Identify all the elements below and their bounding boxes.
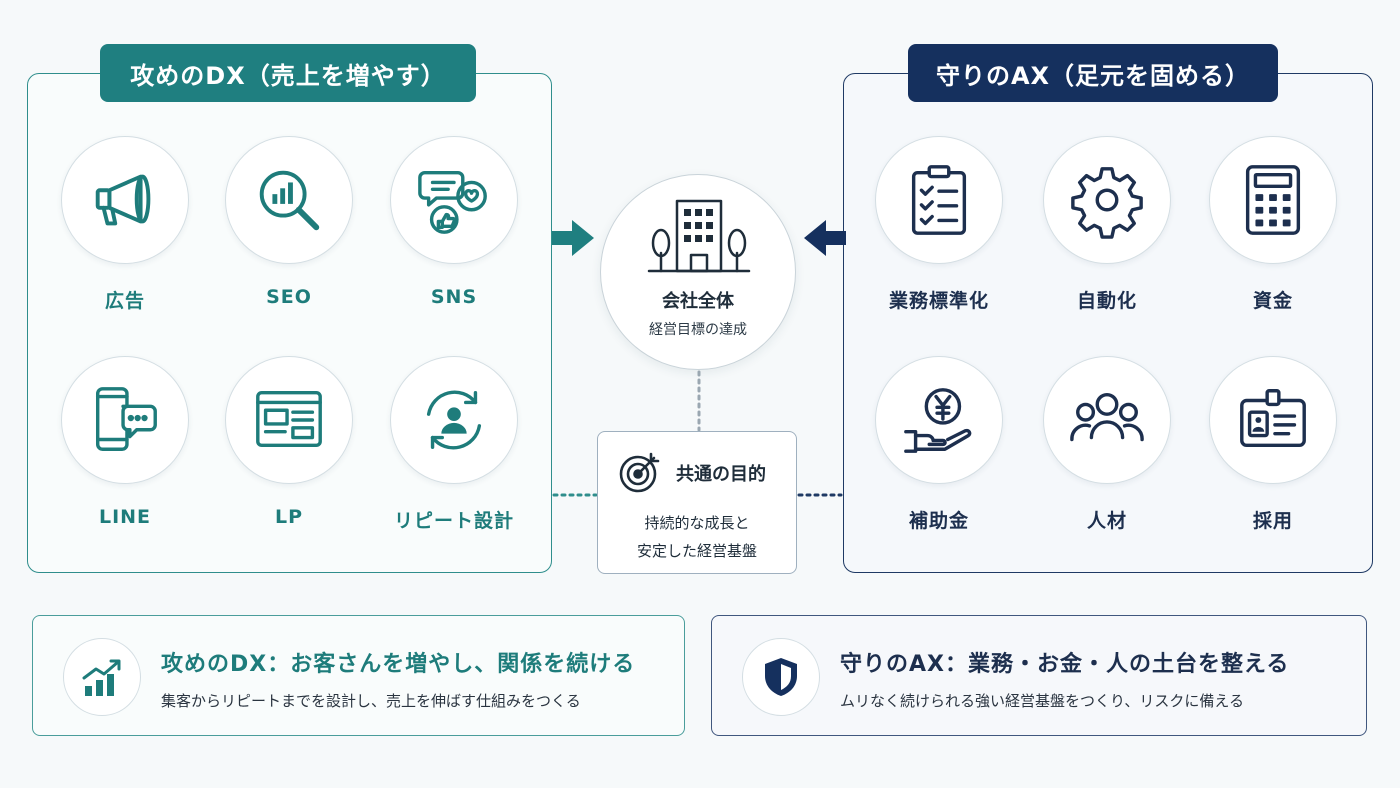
calculator-icon — [1209, 136, 1337, 264]
gear-icon — [1043, 136, 1171, 264]
dx-item-seo: SEO — [219, 136, 359, 308]
dx-item-line: LINE — [55, 356, 195, 528]
dx-item-label: リピート設計 — [393, 510, 514, 532]
center-subtitle: 経営目標の達成 — [649, 322, 747, 338]
webpage-icon — [225, 356, 353, 484]
dx-item-sns: SNS — [384, 136, 524, 308]
ax-goal-connector — [797, 493, 843, 497]
company-hub: 会社全体 経営目標の達成 — [600, 174, 796, 370]
ax-item-talent: 人材 — [1037, 356, 1177, 533]
goal-title: 共通の目的 — [676, 464, 766, 485]
ax-panel-title: 守りのAX（足元を固める） — [908, 44, 1278, 102]
ax-item-label: 資金 — [1252, 290, 1293, 312]
checklist-icon — [875, 136, 1003, 264]
repeat-user-icon — [390, 356, 518, 484]
people-icon — [1043, 356, 1171, 484]
dx-item-ad: 広告 — [55, 136, 195, 313]
id-card-icon — [1209, 356, 1337, 484]
goal-line-2: 安定した経営基盤 — [636, 542, 757, 560]
dx-summary-title: 攻めのDX：お客さんを増やし、関係を続ける — [161, 652, 636, 677]
growth-chart-icon — [63, 638, 141, 716]
dx-item-lp: LP — [219, 356, 359, 528]
shield-icon — [742, 638, 820, 716]
ax-summary-subtitle: ムリなく続けられる強い経営基盤をつくり、リスクに備える — [840, 692, 1244, 710]
ax-item-label: 補助金 — [908, 510, 969, 532]
dx-item-label: SEO — [266, 286, 312, 308]
ax-arrow-icon — [804, 220, 846, 256]
dx-item-repeat: リピート設計 — [384, 356, 524, 533]
ax-item-standardization: 業務標準化 — [869, 136, 1009, 313]
building-icon — [647, 199, 751, 273]
dx-arrow-icon — [552, 220, 594, 256]
ax-item-funds: 資金 — [1203, 136, 1343, 313]
ax-item-label: 業務標準化 — [888, 290, 989, 312]
ax-item-label: 採用 — [1252, 510, 1293, 532]
ax-item-subsidy: 補助金 — [869, 356, 1009, 533]
dx-item-label: LP — [274, 506, 304, 528]
dx-panel-title: 攻めのDX（売上を増やす） — [100, 44, 476, 102]
common-goal-box: 共通の目的 持続的な成長と 安定した経営基盤 — [597, 431, 797, 574]
dx-item-label: SNS — [430, 286, 478, 308]
ax-item-automation: 自動化 — [1037, 136, 1177, 313]
ax-item-label: 人材 — [1086, 510, 1127, 532]
search-chart-icon — [225, 136, 353, 264]
dx-summary-subtitle: 集客からリピートまでを設計し、売上を伸ばす仕組みをつくる — [161, 692, 581, 710]
ax-item-label: 自動化 — [1076, 290, 1137, 312]
ax-item-hiring: 採用 — [1203, 356, 1343, 533]
hub-goal-connector — [697, 370, 701, 432]
ax-summary-title: 守りのAX：業務・お金・人の土台を整える — [840, 652, 1290, 677]
megaphone-icon — [61, 136, 189, 264]
goal-line-1: 持続的な成長と — [644, 514, 750, 532]
ax-summary-box: 守りのAX：業務・お金・人の土台を整える ムリなく続けられる強い経営基盤をつくり… — [711, 615, 1367, 736]
dx-summary-box: 攻めのDX：お客さんを増やし、関係を続ける 集客からリピートまでを設計し、売上を… — [32, 615, 685, 736]
yen-hand-icon — [875, 356, 1003, 484]
target-icon — [619, 452, 660, 493]
dx-goal-connector — [552, 493, 598, 497]
center-title: 会社全体 — [662, 291, 734, 312]
dx-item-label: LINE — [98, 506, 152, 528]
social-chat-icon — [390, 136, 518, 264]
dx-item-label: 広告 — [104, 290, 145, 312]
smartphone-chat-icon — [61, 356, 189, 484]
